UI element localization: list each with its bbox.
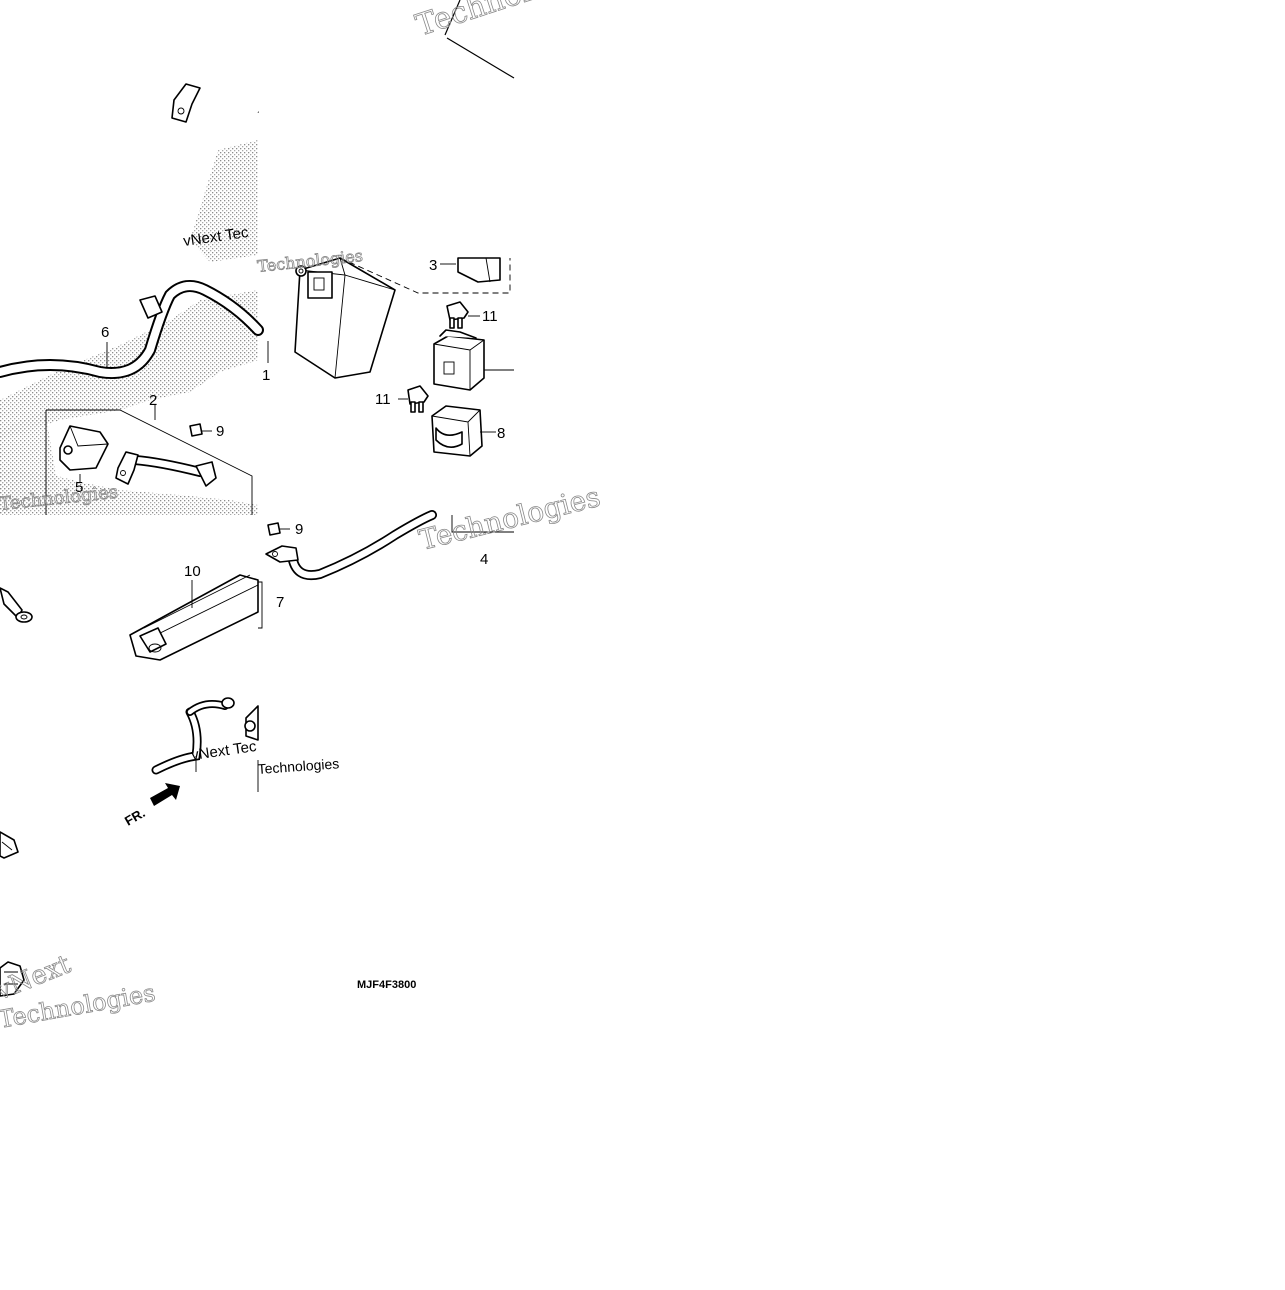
tray-bracket-part7 (258, 581, 263, 629)
callout-3: 3 (429, 257, 437, 274)
battery (267, 257, 396, 379)
battery-cable-main (0, 280, 264, 379)
callout-9-upper: 9 (216, 423, 224, 440)
callout-6: 6 (101, 324, 109, 341)
fuse-part11-upper (446, 301, 480, 329)
callout-4: 4 (480, 551, 488, 568)
bracket-part3 (440, 257, 501, 283)
frame-outline-top (444, 0, 515, 79)
watermark-1: Technologies (412, 0, 612, 44)
callout-11-upper: 11 (482, 308, 498, 325)
watermark-4: Technologies (416, 480, 604, 557)
cable-part4 (265, 510, 514, 581)
bottom-left-fragments (0, 831, 25, 997)
battery-strap-part10 (129, 574, 259, 661)
relay-cover-part8 (431, 405, 496, 457)
callout-2: 2 (149, 392, 157, 409)
callout-11-lower: 11 (375, 391, 391, 408)
callouts: 1 2 3 4 5 6 7 8 9 9 10 11 11 (75, 257, 505, 611)
bolt-part9-lower (267, 522, 290, 536)
bolt-part9-upper (189, 423, 212, 437)
upper-cable (171, 83, 260, 123)
callout-5: 5 (75, 479, 83, 496)
fuse-part11-lower (398, 385, 429, 413)
callout-9-lower: 9 (295, 521, 303, 538)
cable-part2 (115, 405, 217, 487)
callout-1: 1 (262, 367, 270, 384)
front-direction-arrow (150, 783, 180, 806)
direction-label: FR. (122, 805, 148, 828)
watermark-6: Technologies (257, 755, 340, 777)
callout-8: 8 (497, 425, 505, 442)
lower-harness (151, 697, 259, 792)
callout-10: 10 (184, 563, 201, 580)
grouping-boxes (45, 257, 511, 515)
starter-relay (433, 329, 514, 391)
left-cable-end (0, 587, 33, 623)
terminal-cover-part5 (59, 425, 109, 482)
watermarks: Technologies vNext Tec Technologies Tech… (0, 0, 612, 1034)
drawing-code: MJF4F3800 (357, 979, 416, 991)
callout-7: 7 (276, 594, 284, 611)
